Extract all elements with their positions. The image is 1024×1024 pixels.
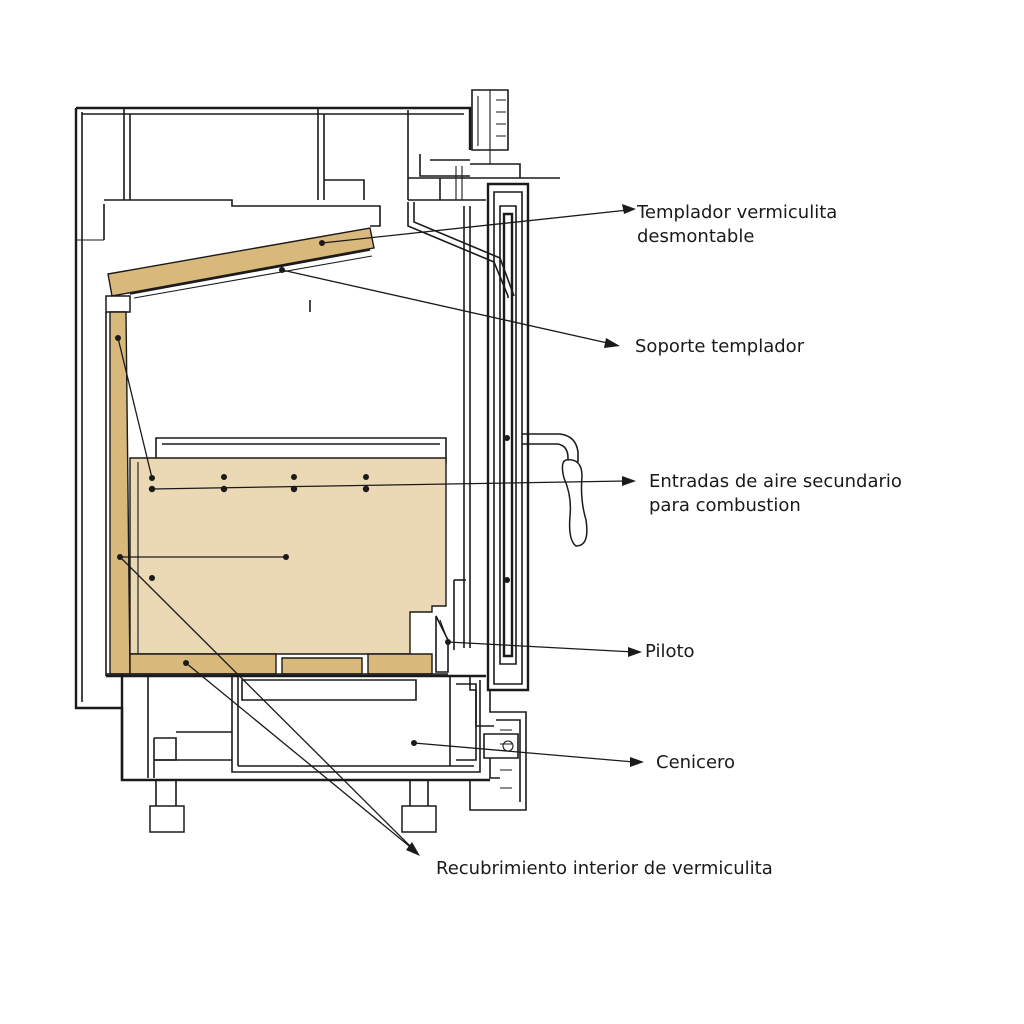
leader-soporte <box>279 267 620 348</box>
leader-piloto <box>445 639 642 657</box>
leader-templador <box>319 204 636 246</box>
leader-cenicero <box>411 740 644 767</box>
label-recubrimiento: Recubrimiento interior de vermiculita <box>436 858 773 879</box>
stove-body <box>74 89 560 833</box>
pilot-flap <box>435 615 449 673</box>
label-soporte: Soporte templador <box>635 336 805 357</box>
removable-baffle <box>107 227 375 312</box>
leader-entradas <box>115 335 636 493</box>
label-cenicero: Cenicero <box>656 752 735 773</box>
door-handle <box>522 433 588 547</box>
air-control-rod <box>407 202 515 298</box>
label-piloto: Piloto <box>645 641 695 662</box>
label-templador-line2: desmontable <box>637 226 754 247</box>
label-entradas-line1: Entradas de aire secundario <box>649 471 902 492</box>
label-templador-line1: Templador vermiculita <box>636 202 837 223</box>
leader-recubrimiento <box>117 554 420 856</box>
label-entradas-line2: para combustion <box>649 495 801 516</box>
